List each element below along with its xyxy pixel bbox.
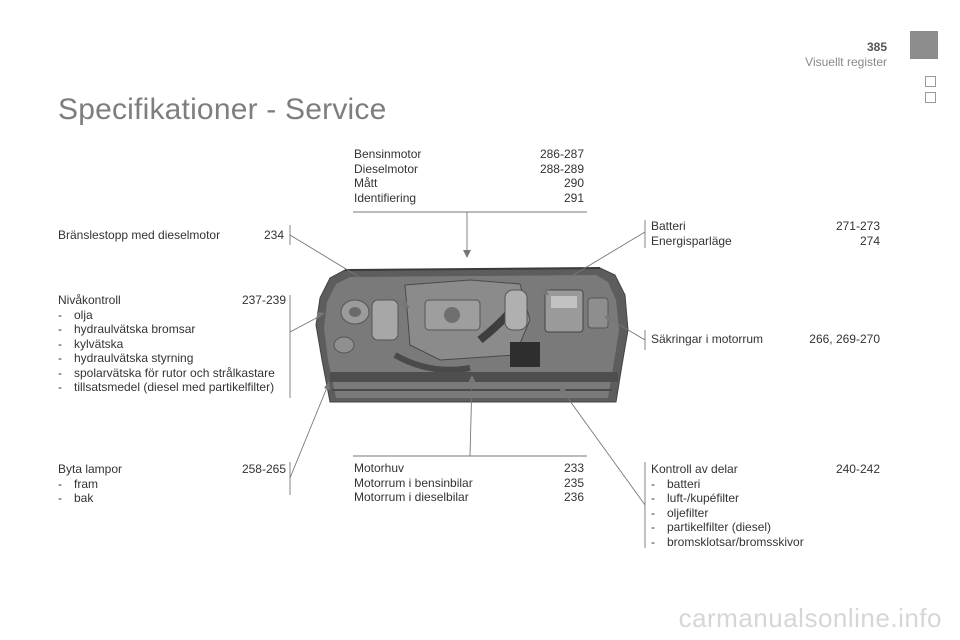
page-ref: 266, 269-270: [809, 332, 880, 346]
sub-item: -bromsklotsar/bromsskivor: [651, 534, 804, 549]
page-ref: 271-273: [835, 219, 880, 233]
item-label: Mått: [354, 176, 378, 190]
sub-item: -tillsatsmedel (diesel med partikelfilte…: [58, 380, 275, 394]
battery-block: Batteri 271-273 Energisparläge 274: [651, 219, 880, 248]
page-ref: 235: [563, 475, 584, 490]
list-item[interactable]: Energisparläge 274: [651, 234, 880, 249]
list-item[interactable]: Motorrum i dieselbilar 236: [354, 490, 584, 505]
item-label: Motorrum i dieselbilar: [354, 490, 469, 504]
bonnet-block: Motorhuv 233 Motorrum i bensinbilar 235 Mo…: [354, 461, 584, 505]
page-ref: 233: [563, 461, 584, 475]
section-tab-active: [910, 31, 938, 59]
item-label: Identifiering: [354, 190, 417, 205]
page-ref: 236: [563, 490, 584, 504]
section-tab: [925, 92, 936, 103]
section-tab: [925, 76, 936, 87]
bulbs-block: Byta lampor 258-265 -fram -bak: [58, 462, 286, 506]
list-item[interactable]: Bränslestopp med dieselmotor 234: [58, 228, 284, 243]
page-ref: 240-242: [835, 462, 880, 476]
list-item[interactable]: Byta lampor 258-265: [58, 462, 286, 477]
sub-item: -batteri: [651, 476, 701, 491]
item-label: Säkringar i motorrum: [651, 332, 764, 346]
list-item[interactable]: Mått 290: [354, 176, 584, 191]
list-item[interactable]: Identifiering 291: [354, 191, 584, 206]
list-item[interactable]: Motorrum i bensinbilar 235: [354, 476, 584, 491]
level-check-block: Nivåkontroll 237-239 -olja -hydraulvätska…: [58, 293, 286, 395]
page-ref: 274: [859, 233, 880, 248]
item-label: Motorhuv: [354, 461, 405, 475]
sub-item: -partikelfilter (diesel): [651, 520, 772, 534]
watermark: carmanualsonline.info: [678, 603, 942, 633]
list-item[interactable]: Kontroll av delar 240-242: [651, 462, 880, 477]
list-item[interactable]: Batteri 271-273: [651, 219, 880, 234]
sub-item: -spolarvätska för rutor och strålkastare: [58, 365, 275, 380]
list-item[interactable]: Säkringar i motorrum 266, 269-270: [651, 332, 880, 347]
sub-item: -bak: [58, 491, 94, 505]
page-ref: 286-287: [539, 147, 584, 161]
page-ref: 258-265: [241, 462, 286, 476]
list-item[interactable]: Dieselmotor 288-289: [354, 162, 584, 177]
list-item[interactable]: Motorhuv 233: [354, 461, 584, 476]
sub-item: -kylvätska: [58, 336, 124, 351]
fuses-block: Säkringar i motorrum 266, 269-270: [651, 332, 880, 347]
sub-item: -hydraulvätska styrning: [58, 351, 194, 365]
item-label: Bränslestopp med dieselmotor: [58, 228, 221, 242]
page-title: Specifikationer - Service: [58, 93, 387, 126]
engine-specs-block: Bensinmotor 286-287 Dieselmotor 288-289 Må…: [354, 147, 584, 205]
fuel-stop-block: Bränslestopp med dieselmotor 234: [58, 228, 284, 243]
sub-item: -luft-/kupéfilter: [651, 491, 740, 505]
parts-check-block: Kontroll av delar 240-242 -batteri -luft-…: [651, 462, 880, 549]
page-ref: 290: [563, 176, 584, 190]
page-ref: 237-239: [241, 293, 286, 307]
item-label: Energisparläge: [651, 233, 732, 248]
sub-item: -olja: [58, 307, 93, 322]
item-label: Bensinmotor: [354, 147, 422, 161]
list-item[interactable]: Nivåkontroll 237-239: [58, 293, 286, 308]
page-ref: 288-289: [539, 161, 584, 176]
item-label: Batteri: [651, 219, 686, 233]
sub-item: -hydraulvätska bromsar: [58, 322, 196, 336]
page-number: 385: [866, 40, 887, 54]
section-label: Visuellt register: [805, 55, 887, 69]
list-item[interactable]: Bensinmotor 286-287: [354, 147, 584, 162]
item-label: Nivåkontroll: [58, 293, 121, 307]
sub-item: -fram: [58, 476, 98, 491]
item-label: Kontroll av delar: [651, 462, 738, 476]
item-label: Dieselmotor: [354, 161, 419, 176]
sub-item: -oljefilter: [651, 505, 709, 520]
page-ref: 291: [563, 190, 584, 205]
item-label: Motorrum i bensinbilar: [354, 475, 473, 490]
item-label: Byta lampor: [58, 462, 123, 476]
page-ref: 234: [263, 228, 284, 242]
